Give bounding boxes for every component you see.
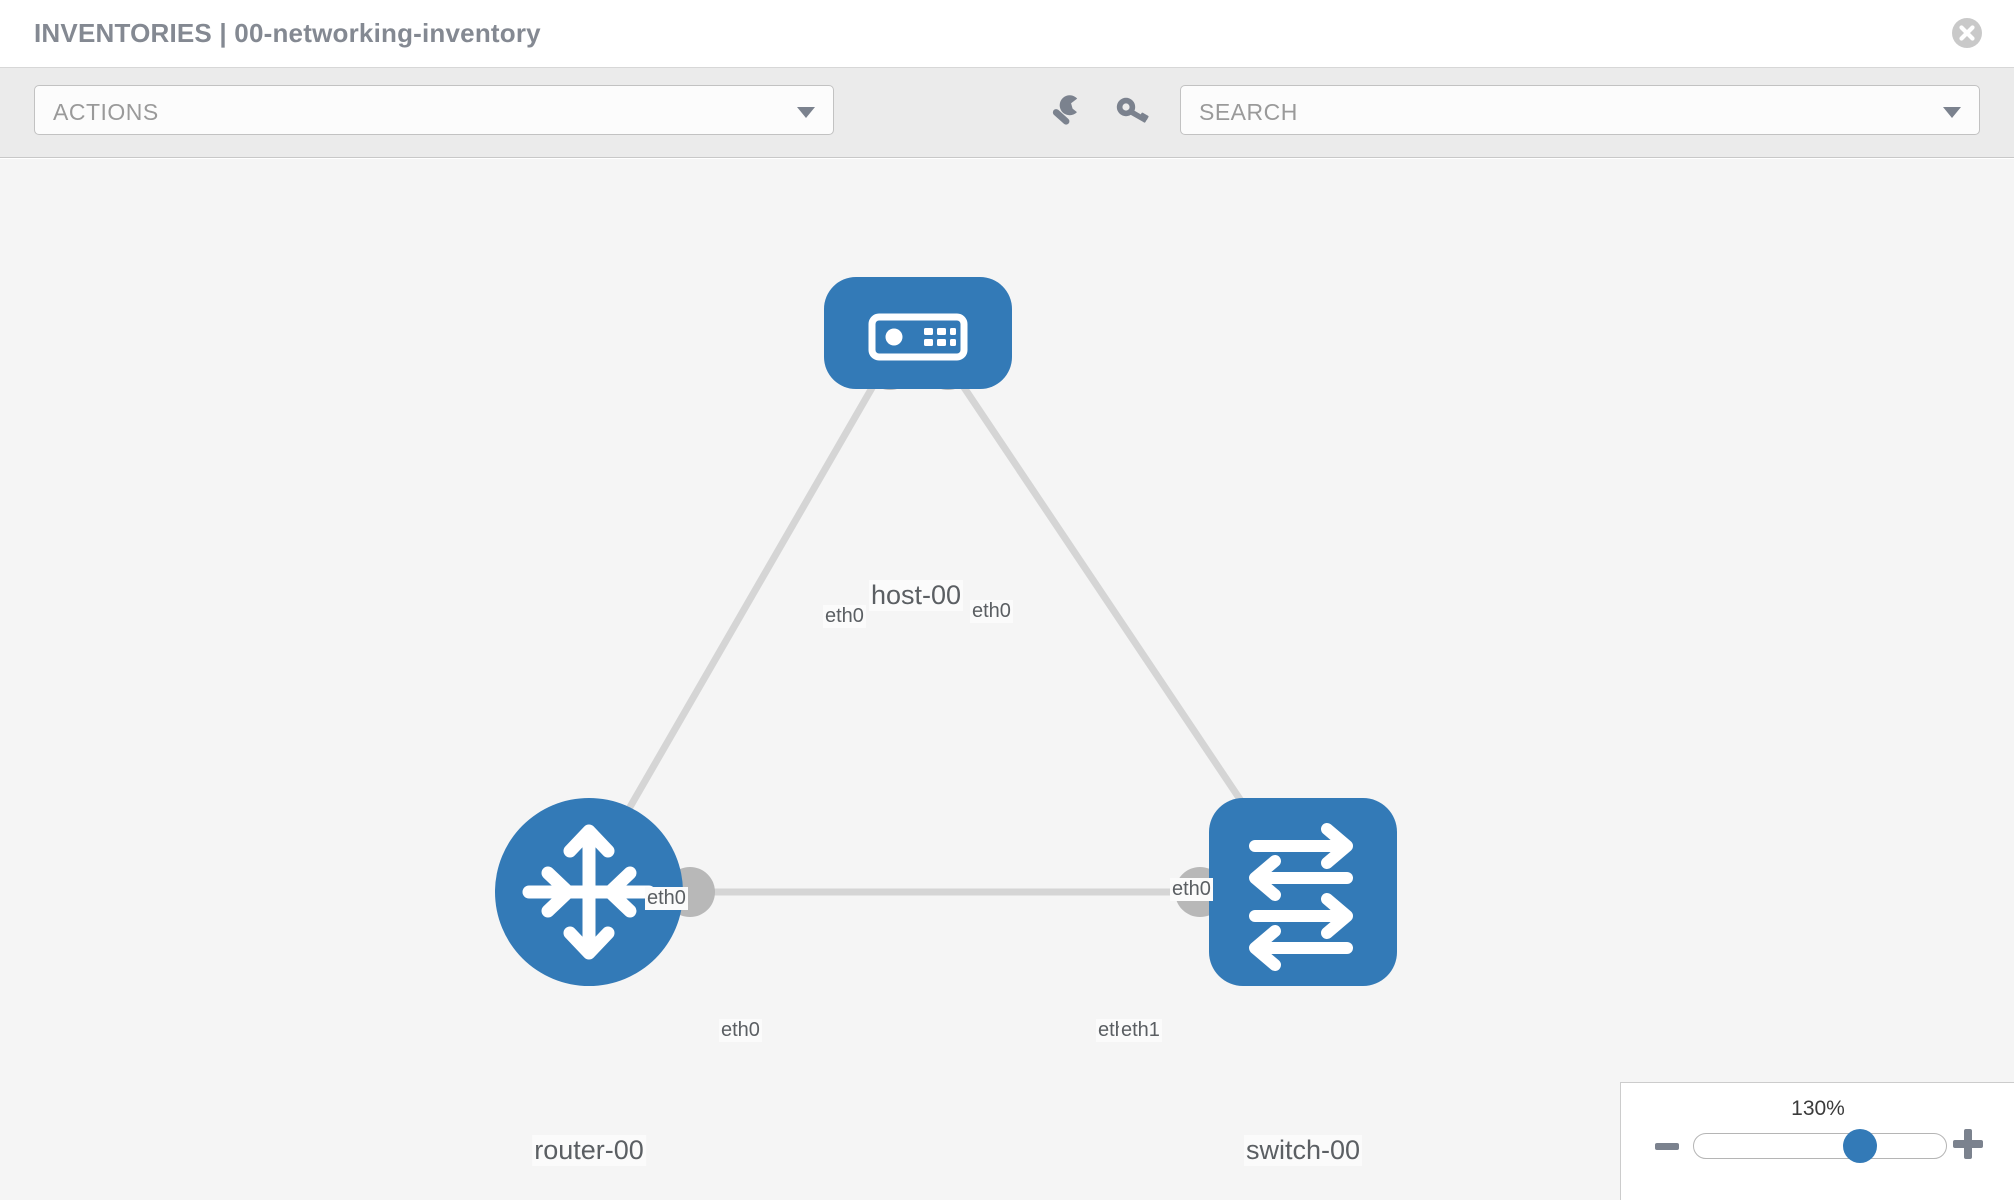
chevron-down-icon[interactable] (1943, 107, 1961, 118)
node-label-host: host-00 (868, 580, 964, 611)
edge-label-switch-up: eth0 (1170, 878, 1213, 901)
node-label-router: router-00 (532, 1135, 646, 1166)
edge-label-router-up: eth0 (645, 887, 688, 910)
minus-icon[interactable] (1653, 1133, 1681, 1161)
chevron-down-icon (797, 107, 815, 118)
wrench-icon[interactable] (1045, 92, 1085, 130)
plus-icon[interactable] (1951, 1127, 1985, 1161)
edge-group (596, 372, 1283, 896)
topology-graph (495, 277, 1397, 986)
zoom-percent-label: 130% (1791, 1097, 1845, 1120)
edge-host-switch (952, 372, 1283, 861)
search-input[interactable]: SEARCH (1180, 85, 1980, 135)
actions-dropdown[interactable]: ACTIONS (34, 85, 834, 135)
edge-label-host-left: eth0 (823, 605, 866, 628)
edge-label-switch-eth1: eth1 (1119, 1019, 1162, 1042)
zoom-control-panel: 130% (1620, 1082, 2014, 1200)
edge-label-host-right: eth0 (970, 600, 1013, 623)
actions-dropdown-label: ACTIONS (53, 99, 159, 125)
node-host-00[interactable] (824, 277, 1012, 389)
page-header: INVENTORIES | 00-networking-inventory (0, 0, 2014, 68)
node-label-switch: switch-00 (1243, 1135, 1363, 1166)
topology-canvas[interactable]: host-00 router-00 switch-00 eth0 eth0 et… (0, 159, 2014, 1200)
close-icon[interactable] (1948, 14, 1986, 52)
node-router-00[interactable] (495, 798, 683, 986)
search-placeholder: SEARCH (1199, 99, 1298, 125)
node-switch-00[interactable] (1209, 798, 1397, 986)
zoom-slider-thumb[interactable] (1843, 1129, 1878, 1163)
key-icon[interactable] (1113, 92, 1153, 130)
edge-host-router (596, 372, 884, 861)
zoom-slider-track[interactable] (1693, 1129, 1947, 1163)
edge-label-router-eth0: eth0 (719, 1019, 762, 1042)
page-title: INVENTORIES | 00-networking-inventory (34, 18, 541, 48)
port-group (665, 338, 1260, 917)
